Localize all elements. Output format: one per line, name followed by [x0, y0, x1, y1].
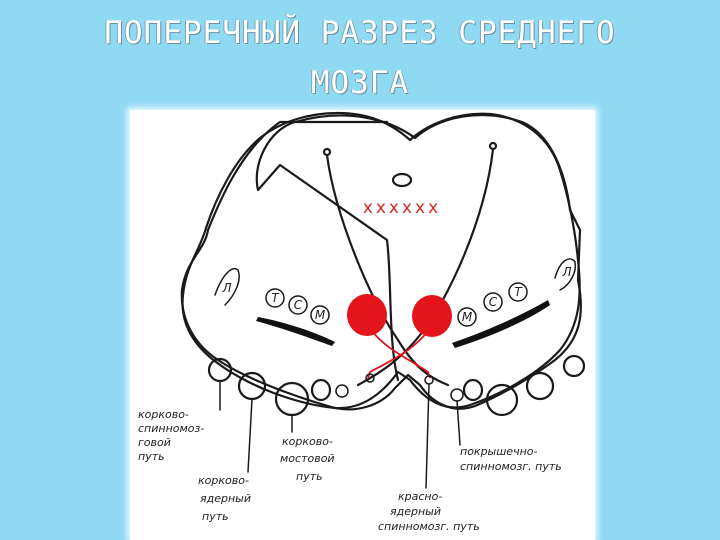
slide-title-line-1: ПОПЕРЕЧНЫЙ РАЗРЕЗ СРЕДНЕГО	[0, 8, 720, 58]
right-peduncle-tract-1	[464, 380, 482, 400]
right-nucleus-m-letter: М	[462, 310, 473, 324]
label-corticospinal: корково- спинномоз- говой путь	[138, 408, 204, 463]
left-nuclei-group: Т С М	[266, 289, 329, 324]
right-nucleus-c-letter: С	[489, 295, 498, 309]
leader-rubrospinal	[426, 384, 429, 488]
right-peduncle-tract-3	[527, 373, 553, 399]
label-corticopontine-line-2: мостовой	[280, 452, 335, 465]
right-peduncle-tract-4	[564, 356, 584, 376]
left-descending-tract	[327, 155, 448, 385]
left-peduncle-tract-2	[239, 373, 265, 399]
label-rubrospinal-line-3: спинномозг. путь	[378, 520, 480, 533]
label-rubrospinal-line-1: красно-	[398, 490, 442, 503]
right-red-nucleus	[412, 295, 452, 337]
midbrain-cross-section-figure: xxxxxx Л Л Т С М М С Т	[130, 110, 595, 540]
left-nucleus-t-letter: Т	[271, 291, 280, 305]
label-corticospinal-line-4: путь	[138, 450, 165, 463]
label-corticospinal-line-2: спинномоз-	[138, 422, 204, 435]
left-peduncle-tract-4	[312, 380, 330, 400]
label-rubrospinal: красно- ядерный спинномозг. путь	[378, 490, 480, 533]
label-corticonuclear-line-3: путь	[202, 510, 229, 523]
label-corticonuclear-line-2: ядерный	[200, 492, 251, 505]
left-nucleus-m-letter: М	[315, 308, 326, 322]
right-lemniscus-letter: Л	[561, 265, 571, 279]
label-corticonuclear-line-1: корково-	[198, 474, 249, 487]
label-corticopontine-line-3: путь	[296, 470, 323, 483]
label-tectospinal: покрышечно- спинномозг. путь	[460, 445, 562, 473]
label-rubrospinal-line-2: ядерный	[390, 505, 441, 518]
label-corticospinal-line-1: корково-	[138, 408, 189, 421]
left-red-nucleus	[347, 294, 387, 336]
slide-title-line-2: МОЗГА	[0, 58, 720, 108]
left-rubrospinal-tract	[336, 385, 348, 397]
midbrain-diagram: xxxxxx Л Л Т С М М С Т	[130, 110, 595, 540]
label-corticonuclear: корково- ядерный путь	[198, 474, 251, 523]
right-nucleus-t-letter: Т	[514, 285, 523, 299]
leader-corticonuclear	[248, 399, 252, 472]
decussation-marks: xxxxxx	[363, 198, 441, 218]
left-nucleus-c-letter: С	[294, 298, 303, 312]
right-tectospinal-tract	[451, 389, 463, 401]
label-corticopontine: корково- мостовой путь	[280, 435, 335, 483]
right-peduncle-tract-2	[487, 385, 517, 415]
label-corticospinal-line-3: говой	[138, 436, 171, 449]
label-corticopontine-line-1: корково-	[282, 435, 333, 448]
label-tectospinal-line-1: покрышечно-	[460, 445, 537, 458]
left-lemniscus-letter: Л	[221, 281, 231, 295]
slide-title: ПОПЕРЕЧНЫЙ РАЗРЕЗ СРЕДНЕГО МОЗГА	[0, 8, 720, 108]
right-descending-tract	[358, 149, 493, 385]
label-tectospinal-line-2: спинномозг. путь	[460, 460, 562, 473]
midbrain-outline-contour	[183, 113, 580, 408]
cerebral-aqueduct	[393, 174, 411, 186]
